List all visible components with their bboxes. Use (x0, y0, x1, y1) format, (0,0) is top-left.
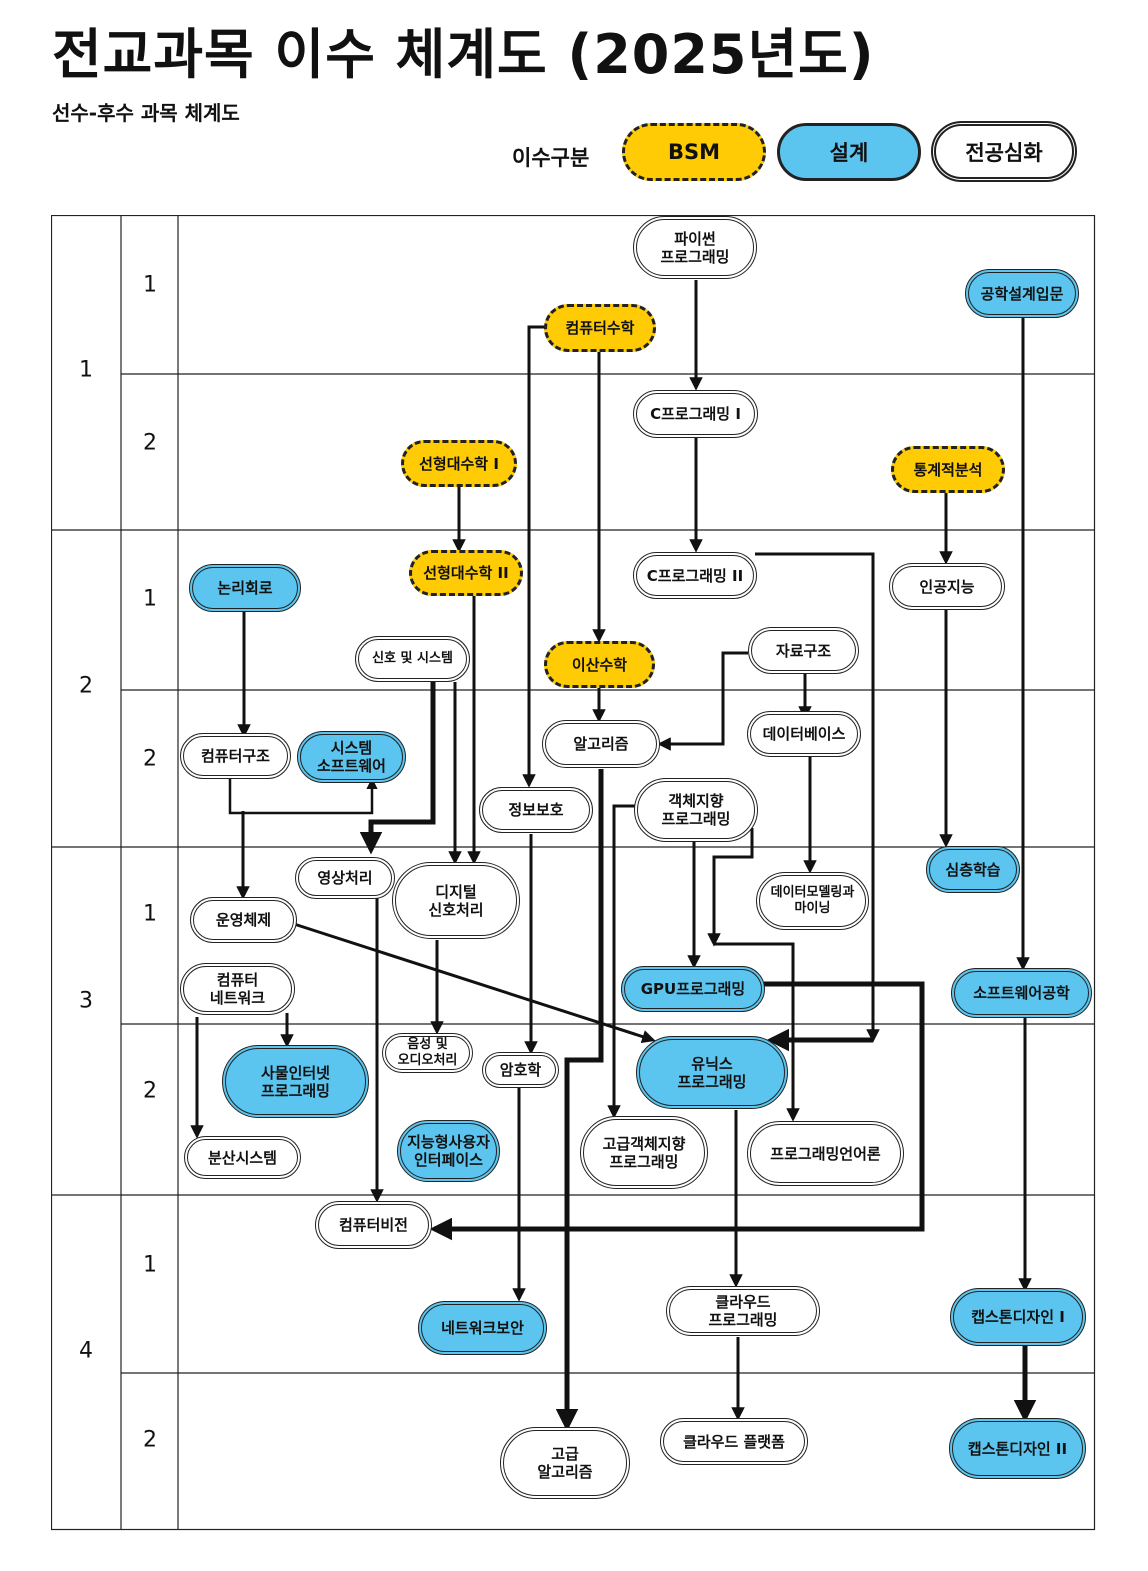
year-label: 4 (79, 1338, 93, 1364)
course-statistics[interactable]: 통계적분석 (891, 446, 1005, 493)
legend-bsm: BSM (622, 123, 766, 181)
curriculum-grid (51, 215, 1096, 1531)
arrow-oop-to-advoop (607, 804, 635, 1119)
arrow-signals-to-image (359, 682, 436, 855)
course-deep-learning[interactable]: 심층학습 (926, 846, 1020, 893)
semester-label: 2 (143, 746, 157, 772)
course-logic-circuit[interactable]: 논리회로 (189, 564, 301, 612)
course-discrete-math[interactable]: 이산수학 (544, 641, 655, 688)
course-linear-algebra-1[interactable]: 선형대수학 I (401, 440, 517, 487)
course-computer-vision[interactable]: 컴퓨터비전 (315, 1201, 432, 1249)
semester-label: 1 (143, 901, 157, 927)
course-image-processing[interactable]: 영상처리 (295, 857, 395, 899)
course-c-prog-1[interactable]: C프로그래밍 I (633, 390, 758, 438)
arrow-algorithm-to-advalgo (555, 769, 604, 1432)
year-label: 2 (79, 673, 93, 699)
semester-label: 1 (143, 1252, 157, 1278)
course-signals-systems[interactable]: 신호 및 시스템 (355, 636, 470, 682)
arrow-gpu-to-proglang (714, 942, 800, 1122)
course-algorithm[interactable]: 알고리즘 (542, 720, 660, 768)
course-distributed-systems[interactable]: 분산시스템 (184, 1136, 301, 1179)
page-subtitle: 선수-후수 과목 체계도 (52, 101, 240, 125)
semester-label: 2 (143, 430, 157, 456)
course-info-security[interactable]: 정보보호 (479, 787, 593, 833)
arrow-gpu-to-vision (429, 981, 925, 1241)
arrow-comparch-to-image (228, 777, 378, 815)
semester-label: 1 (143, 586, 157, 612)
course-data-structure[interactable]: 자료구조 (748, 627, 859, 674)
arrow-oop-to-proglang (707, 828, 754, 947)
legend-label: 이수구분 (512, 146, 590, 170)
arrow-compmath-to-infosec (522, 325, 545, 788)
course-gpu-programming[interactable]: GPU프로그래밍 (621, 966, 765, 1012)
course-cloud-platform[interactable]: 클라우드 플랫폼 (660, 1418, 808, 1465)
course-network-security[interactable]: 네트워크보안 (418, 1301, 547, 1355)
course-ai[interactable]: 인공지능 (889, 563, 1005, 610)
course-eng-design-intro[interactable]: 공학설계입문 (965, 269, 1079, 318)
arrow-c2-to-unix (755, 552, 880, 1043)
course-cryptography[interactable]: 암호학 (482, 1052, 559, 1088)
legend-design: 설계 (777, 123, 921, 181)
semester-label: 1 (143, 272, 157, 298)
page-title: 전교과목 이수 체계도 (2025년도) (52, 23, 875, 86)
course-linear-algebra-2[interactable]: 선형대수학 II (409, 550, 523, 596)
course-c-prog-2[interactable]: C프로그래밍 II (633, 552, 757, 599)
course-programming-languages[interactable]: 프로그래밍언어론 (747, 1121, 904, 1186)
arrow-os-to-unix (293, 922, 656, 1044)
course-capstone-2[interactable]: 캡스톤디자인 II (949, 1418, 1086, 1479)
course-operating-system[interactable]: 운영체제 (190, 897, 297, 943)
course-capstone-1[interactable]: 캡스톤디자인 I (950, 1288, 1086, 1346)
course-computer-math[interactable]: 컴퓨터수학 (544, 304, 656, 352)
course-computer-architecture[interactable]: 컴퓨터구조 (180, 733, 291, 779)
year-label: 1 (79, 357, 93, 383)
course-database[interactable]: 데이터베이스 (747, 711, 861, 757)
course-software-engineering[interactable]: 소프트웨어공학 (951, 968, 1092, 1018)
legend-advanced: 전공심화 (931, 121, 1077, 182)
semester-label: 2 (143, 1078, 157, 1104)
semester-label: 2 (143, 1427, 157, 1453)
year-label: 3 (79, 988, 93, 1014)
arrow-datastruct-to-algorithm (657, 651, 748, 751)
